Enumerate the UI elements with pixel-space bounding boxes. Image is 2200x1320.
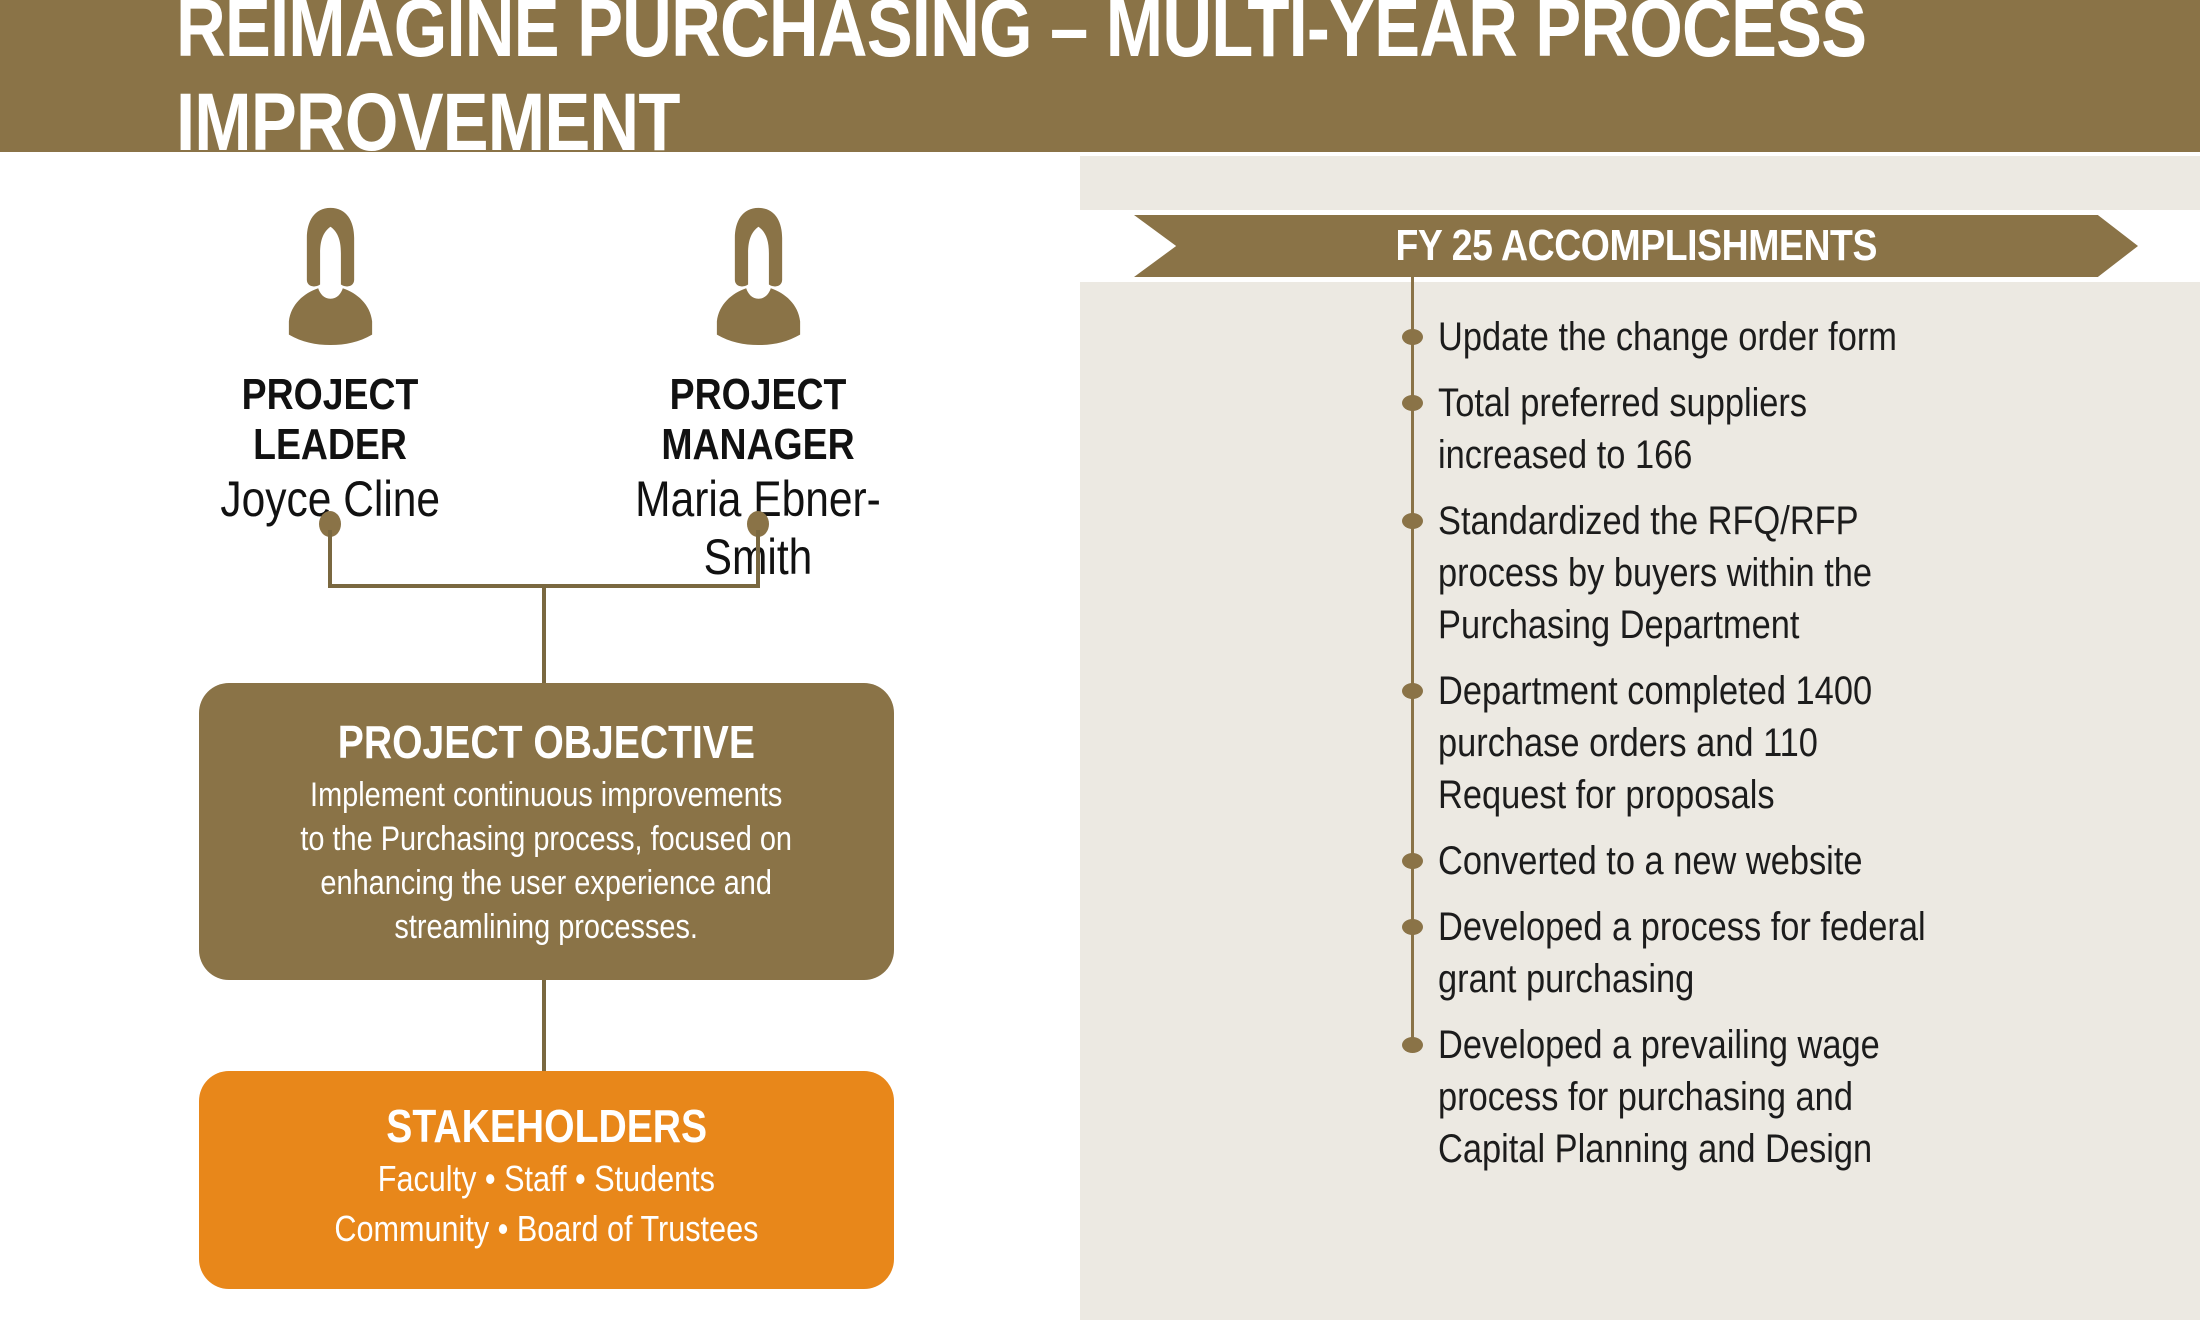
page-title: REIMAGINE PURCHASING – MULTI-YEAR PROCES… [176,0,1867,168]
connector-to-stakeholders [542,980,546,1071]
accomplishment-text: Update the change order form [1438,315,1897,359]
objective-title: PROJECT OBJECTIVE [337,716,756,768]
stakeholders-line-1: Faculty • Staff • Students [377,1158,716,1199]
accomplishment-item: Total preferred suppliers increased to 1… [1402,377,2038,481]
accomplishment-item: Update the change order form [1402,311,2038,363]
accomplishment-item: Converted to a new website [1402,835,2038,887]
connector-to-objective [542,584,546,683]
stakeholders-box: STAKEHOLDERS Faculty • Staff • Students … [199,1071,894,1289]
stakeholders-title: STAKEHOLDERS [386,1100,707,1152]
accomplishment-item: Department completed 1400 purchase order… [1402,665,2038,821]
accomplishment-text: Department completed 1400 purchase order… [1438,669,1873,817]
woman-icon [716,207,800,346]
person-name: Joyce Cline [220,471,440,527]
woman-icon [288,207,372,346]
project-objective-box: PROJECT OBJECTIVE Implement continuous i… [199,683,894,980]
stakeholders-line-2: Community • Board of Trustees [334,1208,759,1249]
person-role: PROJECT LEADER [241,370,419,469]
connector-dot-left [319,511,341,537]
accomplishment-text: Converted to a new website [1438,839,1863,883]
objective-body: Implement continuous improvements to the… [300,776,793,946]
accomplishments-panel [1080,156,2200,1320]
title-bar: REIMAGINE PURCHASING – MULTI-YEAR PROCES… [0,0,2200,168]
accomplishment-text: Developed a prevailing wage process for … [1438,1023,1880,1171]
accomplishments-banner: FY 25 ACCOMPLISHMENTS [1134,215,2138,277]
accomplishment-text: Total preferred suppliers increased to 1… [1438,381,1808,477]
person-project-leader: PROJECT LEADER Joyce Cline [170,206,490,528]
banner-title: FY 25 ACCOMPLISHMENTS [1395,221,1877,270]
accomplishment-item: Developed a process for federal grant pu… [1402,901,2038,1005]
connector-stub-right [756,530,760,588]
accomplishment-text: Standardized the RFQ/RFP process by buye… [1438,499,1873,647]
connector-dot-right [747,511,769,537]
accomplishment-item: Developed a prevailing wage process for … [1402,1019,2038,1175]
connector-stub-left [328,530,332,588]
person-role: PROJECT MANAGER [661,370,855,469]
timeline-line [1411,276,1414,1048]
accomplishment-item: Standardized the RFQ/RFP process by buye… [1402,495,2038,651]
accomplishment-text: Developed a process for federal grant pu… [1438,905,1926,1001]
